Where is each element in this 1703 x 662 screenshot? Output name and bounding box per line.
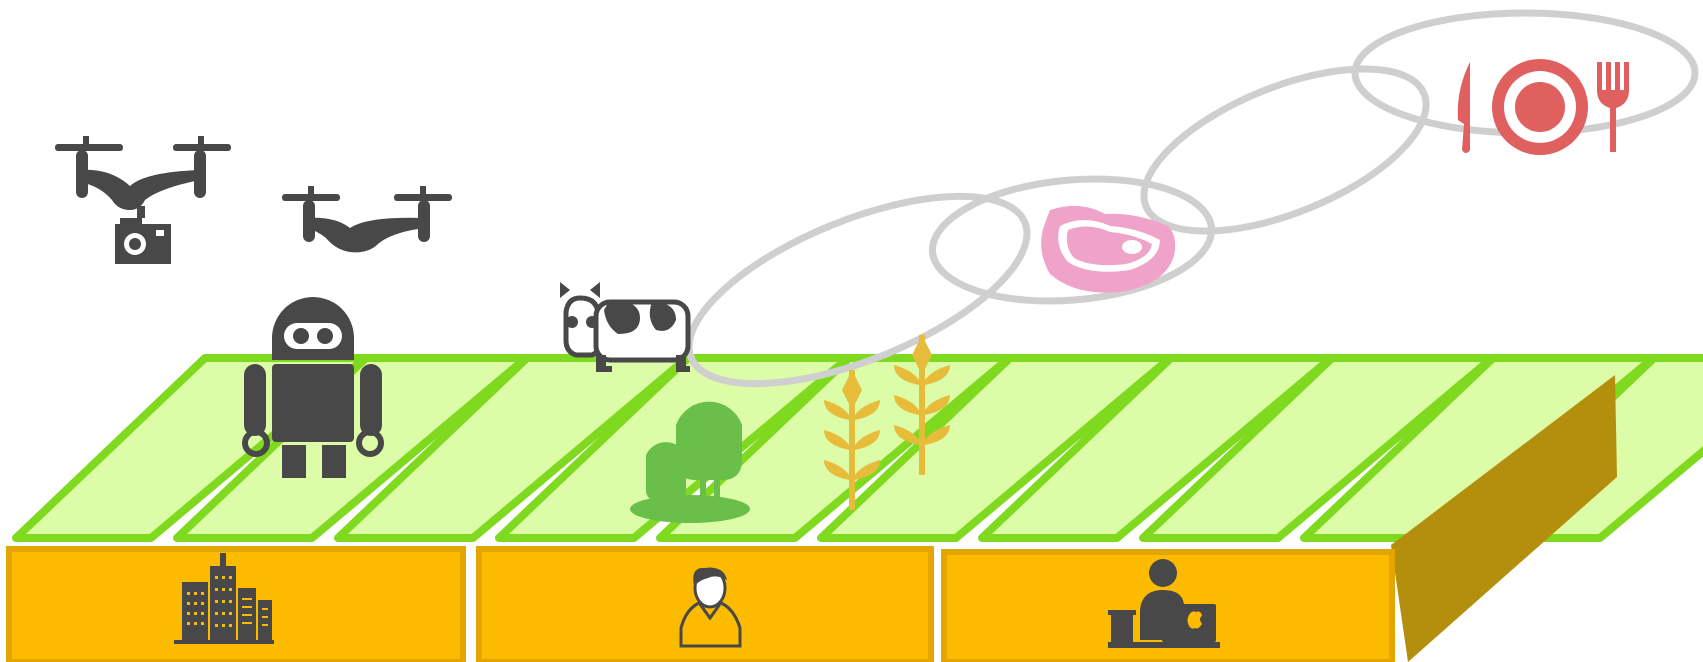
camera-drone-icon: [55, 136, 231, 264]
drone-icon: [282, 186, 452, 252]
dining-icon: [1458, 59, 1629, 155]
